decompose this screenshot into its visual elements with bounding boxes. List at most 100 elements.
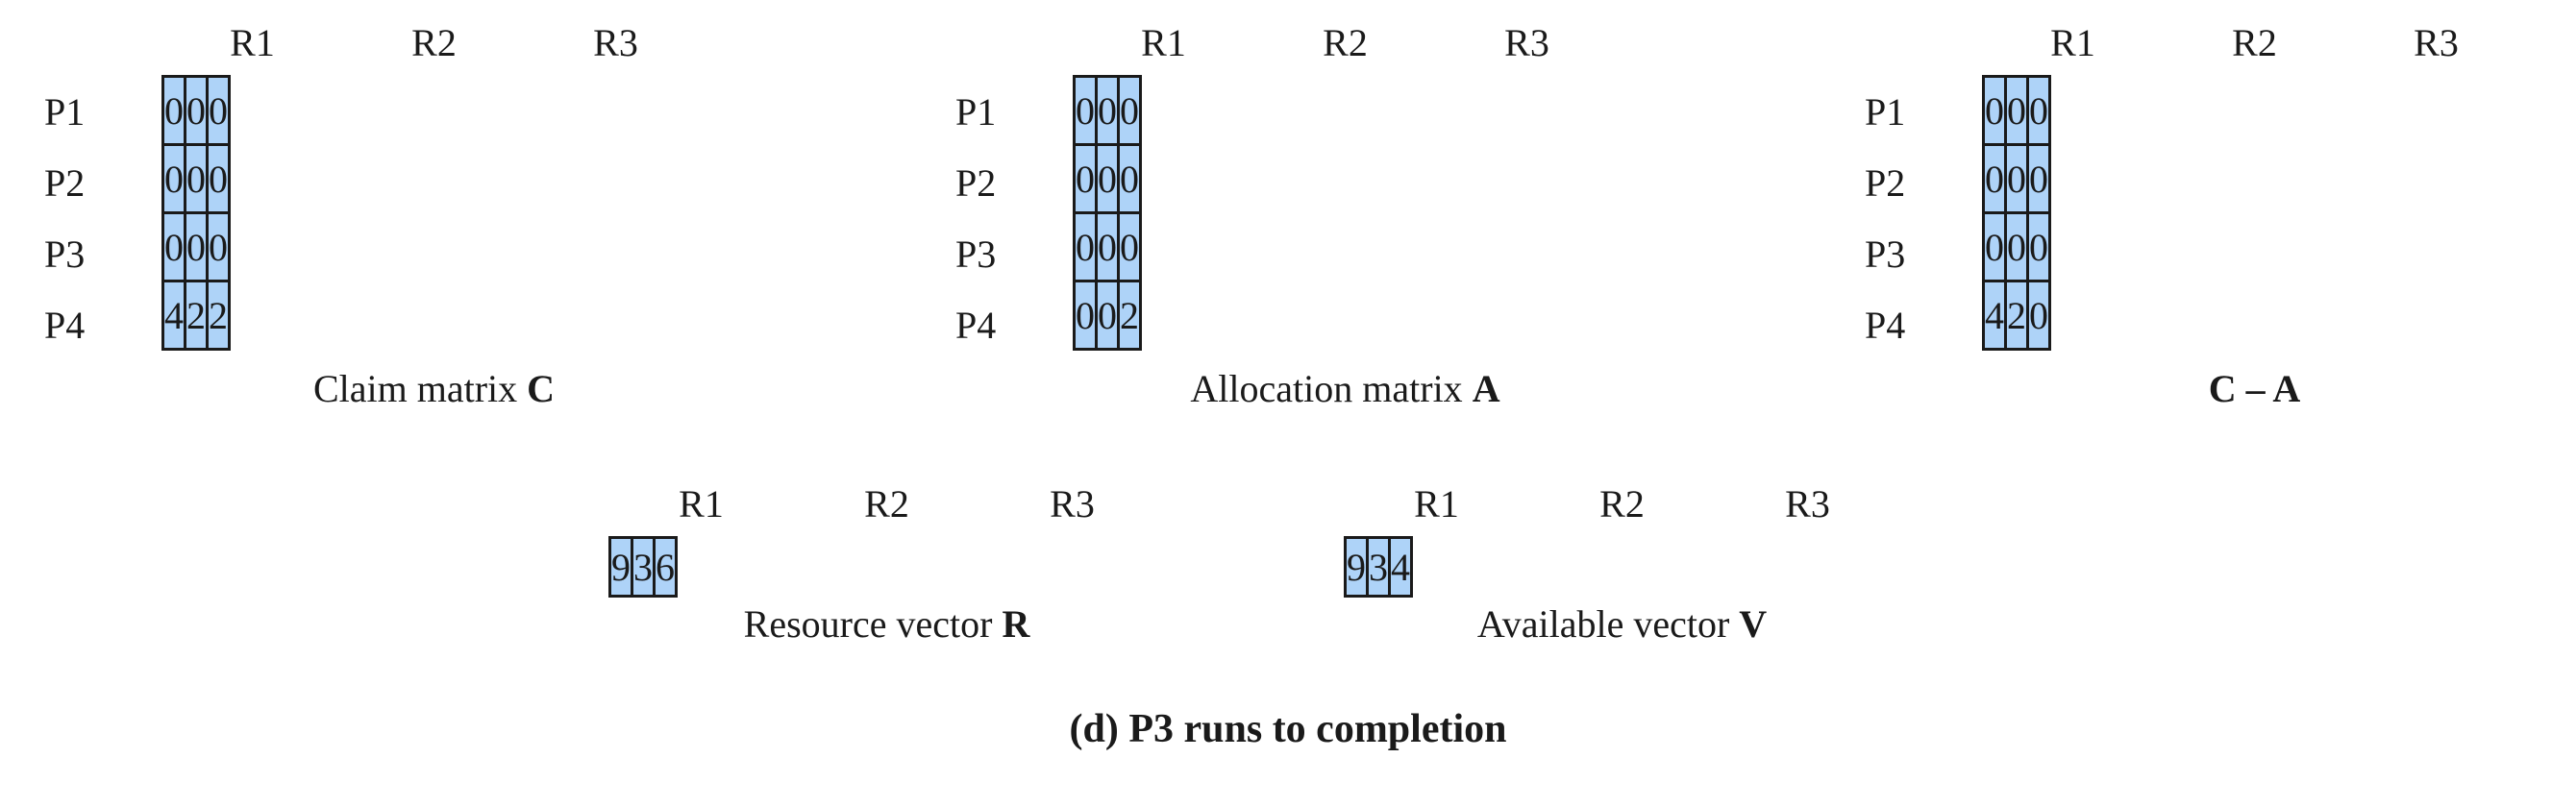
matrix-cell: 0 <box>1073 143 1098 214</box>
matrix-cell: 0 <box>1117 211 1142 282</box>
vector-cell: 4 <box>1388 536 1413 598</box>
column-header: R2 <box>1323 21 1368 64</box>
caption-text: Allocation matrix <box>1190 367 1473 410</box>
matrix-cell: 4 <box>1982 280 2007 351</box>
matrix-cell: 4 <box>161 280 186 351</box>
matrix-row: 0 0 0 <box>1982 211 2051 282</box>
vector-row: 9 3 6 <box>608 536 678 598</box>
matrix-row: 0 0 0 <box>1073 143 1142 214</box>
matrix-row: 0 0 0 <box>1073 75 1142 146</box>
row-header: P1 <box>44 90 86 134</box>
matrix-cell: 2 <box>1117 280 1142 351</box>
column-headers: R1 R2 R3 <box>1344 480 1900 528</box>
vector-grid: 9 3 6 <box>608 536 678 598</box>
row-headers: P1 P2 P3 P4 <box>955 77 996 361</box>
vector-cell: 3 <box>1366 536 1391 598</box>
matrix-row: 0 0 0 <box>1073 211 1142 282</box>
vector-cell: 6 <box>653 536 678 598</box>
matrix-cell: 0 <box>1117 143 1142 214</box>
row-header: P4 <box>44 304 86 347</box>
vector-cell: 9 <box>1344 536 1369 598</box>
matrix-cell: 0 <box>206 75 231 146</box>
matrix-cell: 0 <box>1117 75 1142 146</box>
matrix-cell: 0 <box>2026 280 2051 351</box>
vector-row: 9 3 4 <box>1344 536 1413 598</box>
matrix-cell: 0 <box>2004 75 2029 146</box>
matrix-cell: 0 <box>184 211 209 282</box>
column-header: R3 <box>1050 482 1095 526</box>
matrix-caption: Claim matrix C <box>161 365 706 413</box>
row-header: P2 <box>955 161 997 205</box>
matrix-row: 4 2 2 <box>161 280 231 351</box>
matrix-cell: 0 <box>206 211 231 282</box>
matrix-cell: 0 <box>161 75 186 146</box>
column-header: R2 <box>864 482 909 526</box>
caption-text: Available vector <box>1476 602 1740 646</box>
matrix-grid: 0 0 0 0 0 0 0 0 0 4 2 2 <box>161 75 231 351</box>
matrix-cell: 0 <box>2004 143 2029 214</box>
matrix-cell: 0 <box>1095 143 1120 214</box>
matrix-row: 0 0 0 <box>1982 75 2051 146</box>
caption-text: Claim matrix <box>312 367 528 410</box>
matrix-cell: 0 <box>2026 75 2051 146</box>
vector-caption: Available vector V <box>1344 600 1900 648</box>
figure-caption: (d) P3 runs to completion <box>1069 707 1507 751</box>
column-header: R1 <box>1414 482 1459 526</box>
matrix-cell: 0 <box>2026 143 2051 214</box>
matrix-cell: 0 <box>161 211 186 282</box>
row-header: P3 <box>44 232 86 276</box>
matrix-cell: 0 <box>1095 75 1120 146</box>
row-header: P3 <box>1865 232 1906 276</box>
column-header: R3 <box>593 21 638 64</box>
vector-caption: Resource vector R <box>608 600 1165 648</box>
matrix-row: 0 0 0 <box>1982 143 2051 214</box>
column-header: R3 <box>1785 482 1830 526</box>
matrix-cell: 0 <box>2004 211 2029 282</box>
row-header: P3 <box>955 232 997 276</box>
matrix-caption: Allocation matrix A <box>1073 365 1618 413</box>
column-header: R3 <box>1504 21 1549 64</box>
row-header: P2 <box>1865 161 1906 205</box>
matrix-cell: 2 <box>2004 280 2029 351</box>
matrix-cell: 0 <box>1073 75 1098 146</box>
matrix-cell: 0 <box>1982 75 2007 146</box>
matrix-cell: 2 <box>206 280 231 351</box>
matrix-grid: 0 0 0 0 0 0 0 0 0 0 0 2 <box>1073 75 1142 351</box>
caption-text: Resource vector <box>743 602 1003 646</box>
matrix-cell: 0 <box>1982 143 2007 214</box>
matrix-cell: 0 <box>206 143 231 214</box>
vector-grid: 9 3 4 <box>1344 536 1413 598</box>
matrix-cell: 0 <box>1095 280 1120 351</box>
column-header: R2 <box>411 21 457 64</box>
matrix-row: 0 0 2 <box>1073 280 1142 351</box>
column-header: R3 <box>2414 21 2459 64</box>
caption-symbol: V <box>1739 602 1768 646</box>
row-header: P4 <box>955 304 997 347</box>
column-header: R1 <box>2050 21 2095 64</box>
matrix-row: 0 0 0 <box>161 143 231 214</box>
vector-cell: 3 <box>631 536 656 598</box>
matrix-cell: 2 <box>184 280 209 351</box>
matrix-grid: 0 0 0 0 0 0 0 0 0 4 2 0 <box>1982 75 2051 351</box>
matrix-cell: 0 <box>184 143 209 214</box>
row-header: P1 <box>1865 90 1906 134</box>
vector-cell: 9 <box>608 536 633 598</box>
row-header: P2 <box>44 161 86 205</box>
matrix-cell: 0 <box>1095 211 1120 282</box>
matrix-row: 4 2 0 <box>1982 280 2051 351</box>
column-headers: R1 R2 R3 <box>608 480 1165 528</box>
matrix-cell: 0 <box>1073 280 1098 351</box>
row-headers: P1 P2 P3 P4 <box>44 77 85 361</box>
matrix-cell: 0 <box>161 143 186 214</box>
column-header: R2 <box>2232 21 2277 64</box>
column-headers: R1 R2 R3 <box>161 19 706 67</box>
row-header: P4 <box>1865 304 1906 347</box>
row-headers: P1 P2 P3 P4 <box>1865 77 1905 361</box>
matrix-cell: 0 <box>184 75 209 146</box>
matrix-cell: 0 <box>2026 211 2051 282</box>
column-headers: R1 R2 R3 <box>1982 19 2527 67</box>
column-header: R1 <box>1141 21 1186 64</box>
matrix-cell: 0 <box>1073 211 1098 282</box>
matrix-row: 0 0 0 <box>161 75 231 146</box>
caption-symbol: C – A <box>2208 367 2301 410</box>
